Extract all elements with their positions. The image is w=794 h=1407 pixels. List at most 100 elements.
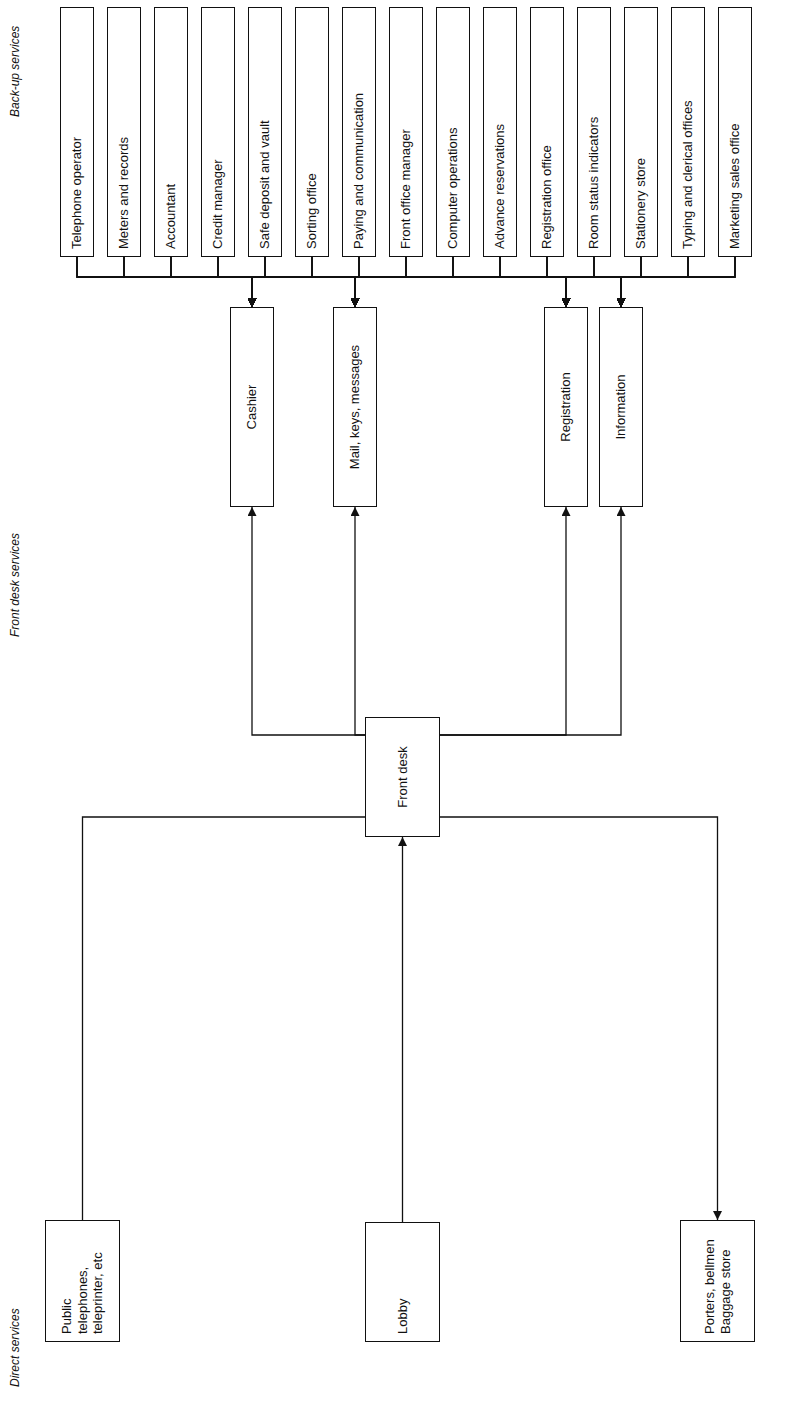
connector — [312, 257, 621, 307]
box-label: Mail, keys, messages — [347, 345, 363, 469]
box-label: Sorting office — [304, 173, 320, 249]
direct-service-box: Porters, bellmen Baggage store — [680, 1220, 755, 1342]
connector — [566, 257, 688, 307]
box-label: Front desk — [395, 746, 411, 807]
box-label: Meters and records — [116, 137, 132, 249]
connector — [312, 257, 355, 307]
box-label: Cashier — [244, 385, 260, 430]
back-up-service-box: Front office manager — [389, 7, 423, 257]
box-label: Registration office — [539, 145, 555, 249]
connector — [252, 257, 312, 307]
connector — [355, 257, 547, 307]
connector — [171, 257, 252, 307]
connector — [566, 257, 594, 307]
front-desk-service-box: Information — [599, 307, 643, 507]
connector — [355, 257, 688, 307]
connector — [252, 257, 641, 307]
back-up-service-box: Room status indicators — [577, 7, 611, 257]
box-label: Information — [613, 374, 629, 439]
connector — [83, 817, 366, 1220]
back-up-service-box: Safe deposit and vault — [248, 7, 282, 257]
box-label: Porters, bellmen Baggage store — [702, 1228, 733, 1334]
connector — [265, 257, 566, 307]
connector — [402, 837, 403, 1222]
connector — [252, 257, 265, 307]
back-up-service-box: Registration office — [530, 7, 564, 257]
box-label: Safe deposit and vault — [257, 120, 273, 249]
connector — [171, 257, 621, 307]
connector — [265, 257, 355, 307]
connector — [77, 257, 621, 307]
connector — [124, 257, 621, 307]
box-label: Front office manager — [398, 129, 414, 249]
direct-service-box: Public telephones, teleprinter, etc — [45, 1220, 120, 1342]
connector — [252, 257, 594, 307]
box-label: Paying and communication — [351, 93, 367, 249]
connector — [500, 257, 621, 307]
back-up-service-box: Telephone operator — [60, 7, 94, 257]
back-up-service-box: Accountant — [154, 7, 188, 257]
connector — [171, 257, 566, 307]
connector — [621, 257, 688, 307]
back-up-service-box: Paying and communication — [342, 7, 376, 257]
connector — [453, 257, 621, 307]
connector — [440, 507, 566, 735]
connector — [355, 257, 500, 307]
box-label: Typing and clerical offices — [680, 100, 696, 249]
connector — [547, 257, 566, 307]
front-desk-service-box: Mail, keys, messages — [333, 307, 377, 507]
box-label: Accountant — [163, 184, 179, 249]
box-label: Room status indicators — [586, 117, 602, 249]
box-label: Marketing sales office — [727, 124, 743, 250]
connector — [124, 257, 355, 307]
back-up-service-box: Credit manager — [201, 7, 235, 257]
connector — [406, 257, 566, 307]
connector — [406, 257, 621, 307]
back-up-service-box: Computer operations — [436, 7, 470, 257]
connector — [500, 257, 566, 307]
connector — [252, 257, 406, 307]
back-up-service-box: Meters and records — [107, 7, 141, 257]
box-label: Credit manager — [210, 159, 226, 249]
connector — [453, 257, 566, 307]
connector — [252, 507, 365, 735]
connector — [359, 257, 621, 307]
connector — [252, 257, 688, 307]
connector — [355, 507, 365, 735]
connector — [252, 257, 500, 307]
connector — [77, 257, 252, 307]
connector — [252, 257, 453, 307]
connector — [218, 257, 621, 307]
connector — [594, 257, 621, 307]
column-heading: Back-up services — [8, 26, 22, 117]
connector — [621, 257, 735, 307]
box-label: Registration — [558, 372, 574, 441]
connector — [355, 257, 735, 307]
connector — [566, 257, 641, 307]
box-label: Telephone operator — [69, 137, 85, 249]
box-label: Computer operations — [445, 128, 461, 249]
connector — [355, 257, 594, 307]
connector — [566, 257, 735, 307]
connector — [218, 257, 355, 307]
connector — [124, 257, 252, 307]
box-label: Stationery store — [633, 158, 649, 249]
connector — [252, 257, 359, 307]
connector — [621, 257, 641, 307]
direct-service-box: Lobby — [365, 1222, 440, 1342]
connector — [77, 257, 355, 307]
column-heading: Front desk services — [8, 533, 22, 637]
back-up-service-box: Sorting office — [295, 7, 329, 257]
connector — [440, 817, 718, 1220]
back-up-service-box: Typing and clerical offices — [671, 7, 705, 257]
box-label: Lobby — [395, 1299, 411, 1334]
connector — [252, 257, 735, 307]
column-heading: Direct services — [8, 1308, 22, 1387]
front-desk-service-box: Registration — [544, 307, 588, 507]
front-desk-service-box: Cashier — [230, 307, 274, 507]
connector — [171, 257, 355, 307]
back-up-service-box: Advance reservations — [483, 7, 517, 257]
front-desk-box: Front desk — [365, 717, 440, 837]
connector — [355, 257, 641, 307]
